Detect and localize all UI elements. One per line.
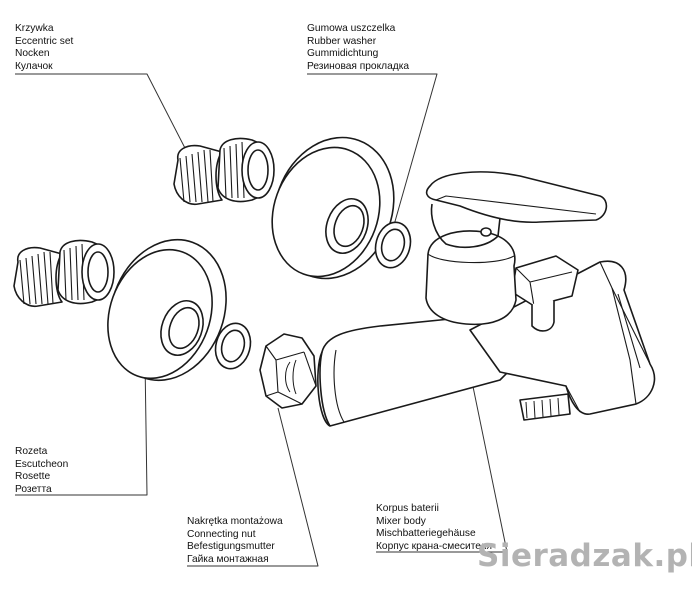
leader-washer [307, 73, 438, 233]
leader-lines [15, 73, 508, 567]
label-eccentric-set: Krzywka Eccentric set Nocken Кулачок [15, 23, 73, 73]
label-escutcheon: Rozeta Escutcheon Rosette Розетта [15, 446, 68, 496]
label-mixer-body: Korpus baterii Mixer body Mischbatterieg… [376, 503, 492, 553]
label-rubber-washer: Gumowa uszczelka Rubber washer Gummidich… [307, 23, 409, 73]
eccentric-set-upper [173, 137, 275, 206]
label-line: Rubber washer [307, 35, 377, 47]
label-line: Mixer body [376, 515, 426, 527]
label-line: Резиновая прокладка [307, 60, 410, 72]
label-line: Nocken [15, 48, 50, 60]
label-line: Nakrętka montażowa [187, 516, 283, 527]
label-connecting-nut: Nakrętka montażowa Connecting nut Befest… [187, 516, 283, 566]
rubber-washer-upper [374, 221, 412, 269]
leader-rosette [15, 359, 148, 496]
eccentric-set-lower [13, 239, 115, 308]
escutcheon-upper [271, 136, 395, 280]
label-line: Mischbatteriegehäuse [376, 528, 476, 540]
label-line: Escutcheon [15, 458, 69, 470]
label-line: Кулачок [15, 60, 53, 72]
label-line: Rozeta [15, 446, 48, 457]
label-line: Розетта [15, 483, 52, 495]
leader-nut [187, 407, 319, 567]
mixer-body [317, 171, 656, 427]
label-line: Korpus baterii [376, 503, 439, 514]
label-line: Гайка монтажная [187, 553, 269, 565]
rubber-washer-lower [214, 322, 252, 370]
label-line: Rosette [15, 471, 51, 483]
connecting-nut [259, 333, 317, 409]
label-line: Krzywka [15, 23, 54, 34]
label-line: Befestigungsmutter [187, 541, 275, 553]
label-line: Gumowa uszczelka [307, 23, 396, 34]
watermark: Sieradzak.pl [477, 538, 692, 574]
escutcheon-lower [107, 238, 227, 382]
label-line: Корпус крана-смесителя [376, 540, 493, 552]
leader-body [376, 371, 508, 553]
leader-eccentric [15, 73, 188, 153]
label-line: Connecting nut [187, 528, 256, 540]
label-line: Gummidichtung [307, 48, 379, 60]
label-line: Eccentric set [15, 35, 74, 47]
